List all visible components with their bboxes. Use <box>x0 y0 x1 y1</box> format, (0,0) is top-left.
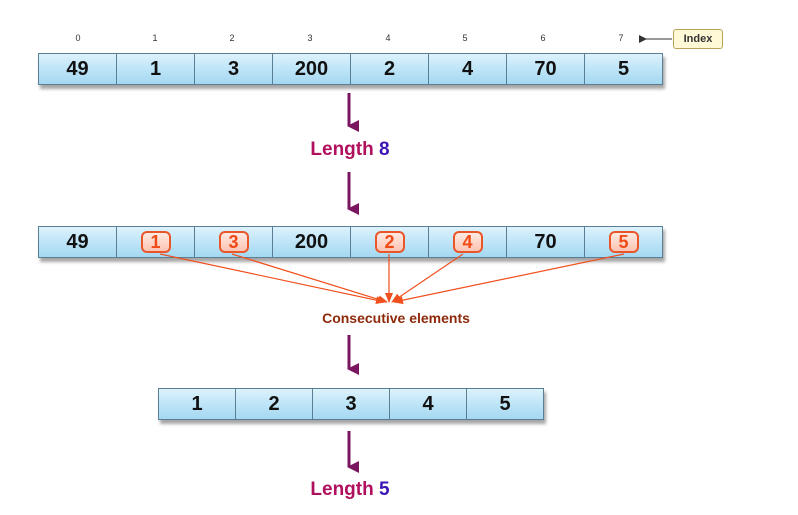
array-cell: 3 <box>195 226 273 258</box>
index-number: 1 <box>152 33 158 43</box>
index-number: 2 <box>229 33 235 43</box>
array-cell: 49 <box>38 226 117 258</box>
highlighted-value: 2 <box>374 231 405 253</box>
connector-line <box>159 253 386 305</box>
array-cell: 5 <box>585 53 663 85</box>
array-cell: 2 <box>351 226 429 258</box>
array-cell: 49 <box>38 53 117 85</box>
connector-line <box>391 253 464 303</box>
length-label-result: Length 5 <box>0 479 700 501</box>
array-cell: 200 <box>273 226 351 258</box>
array-highlighted: 49 1 3 200 2 4 70 5 <box>38 226 663 258</box>
array-cell: 5 <box>467 388 544 420</box>
highlighted-value: 1 <box>140 231 171 253</box>
array-consecutive: 1 2 3 4 5 <box>158 388 544 420</box>
consecutive-elements-label: Consecutive elements <box>322 310 470 326</box>
array-cell: 200 <box>273 53 351 85</box>
array-cell: 4 <box>390 388 467 420</box>
array-cell: 70 <box>507 226 585 258</box>
cell-value: 49 <box>66 230 89 253</box>
connector-line <box>231 253 388 304</box>
array-cell: 2 <box>236 388 313 420</box>
index-number: 0 <box>75 33 81 43</box>
index-number: 3 <box>307 33 313 43</box>
array-cell: 1 <box>117 226 195 258</box>
index-number: 4 <box>385 33 391 43</box>
length-value: 5 <box>379 479 390 500</box>
consecutive-connectors <box>159 253 625 305</box>
index-number: 7 <box>618 33 624 43</box>
array-cell: 4 <box>429 226 507 258</box>
array-cell: 4 <box>429 53 507 85</box>
array-cell: 1 <box>158 388 236 420</box>
length-value: 8 <box>379 139 390 160</box>
connector-line <box>393 253 625 305</box>
array-cell: 3 <box>313 388 390 420</box>
highlighted-value: 5 <box>608 231 639 253</box>
array-cell: 5 <box>585 226 663 258</box>
index-number: 6 <box>540 33 546 43</box>
array-cell: 1 <box>117 53 195 85</box>
array-original: 49 1 3 200 2 4 70 5 <box>38 53 663 85</box>
cell-value: 200 <box>294 230 329 253</box>
length-word: Length <box>310 479 374 500</box>
array-cell: 3 <box>195 53 273 85</box>
length-label-original: Length 8 <box>0 139 700 161</box>
array-cell: 70 <box>507 53 585 85</box>
array-cell: 2 <box>351 53 429 85</box>
highlighted-value: 4 <box>452 231 483 253</box>
index-label: Index <box>673 29 723 49</box>
length-word: Length <box>310 139 374 160</box>
highlighted-value: 3 <box>218 231 249 253</box>
cell-value: 70 <box>534 230 557 253</box>
index-number: 5 <box>462 33 468 43</box>
